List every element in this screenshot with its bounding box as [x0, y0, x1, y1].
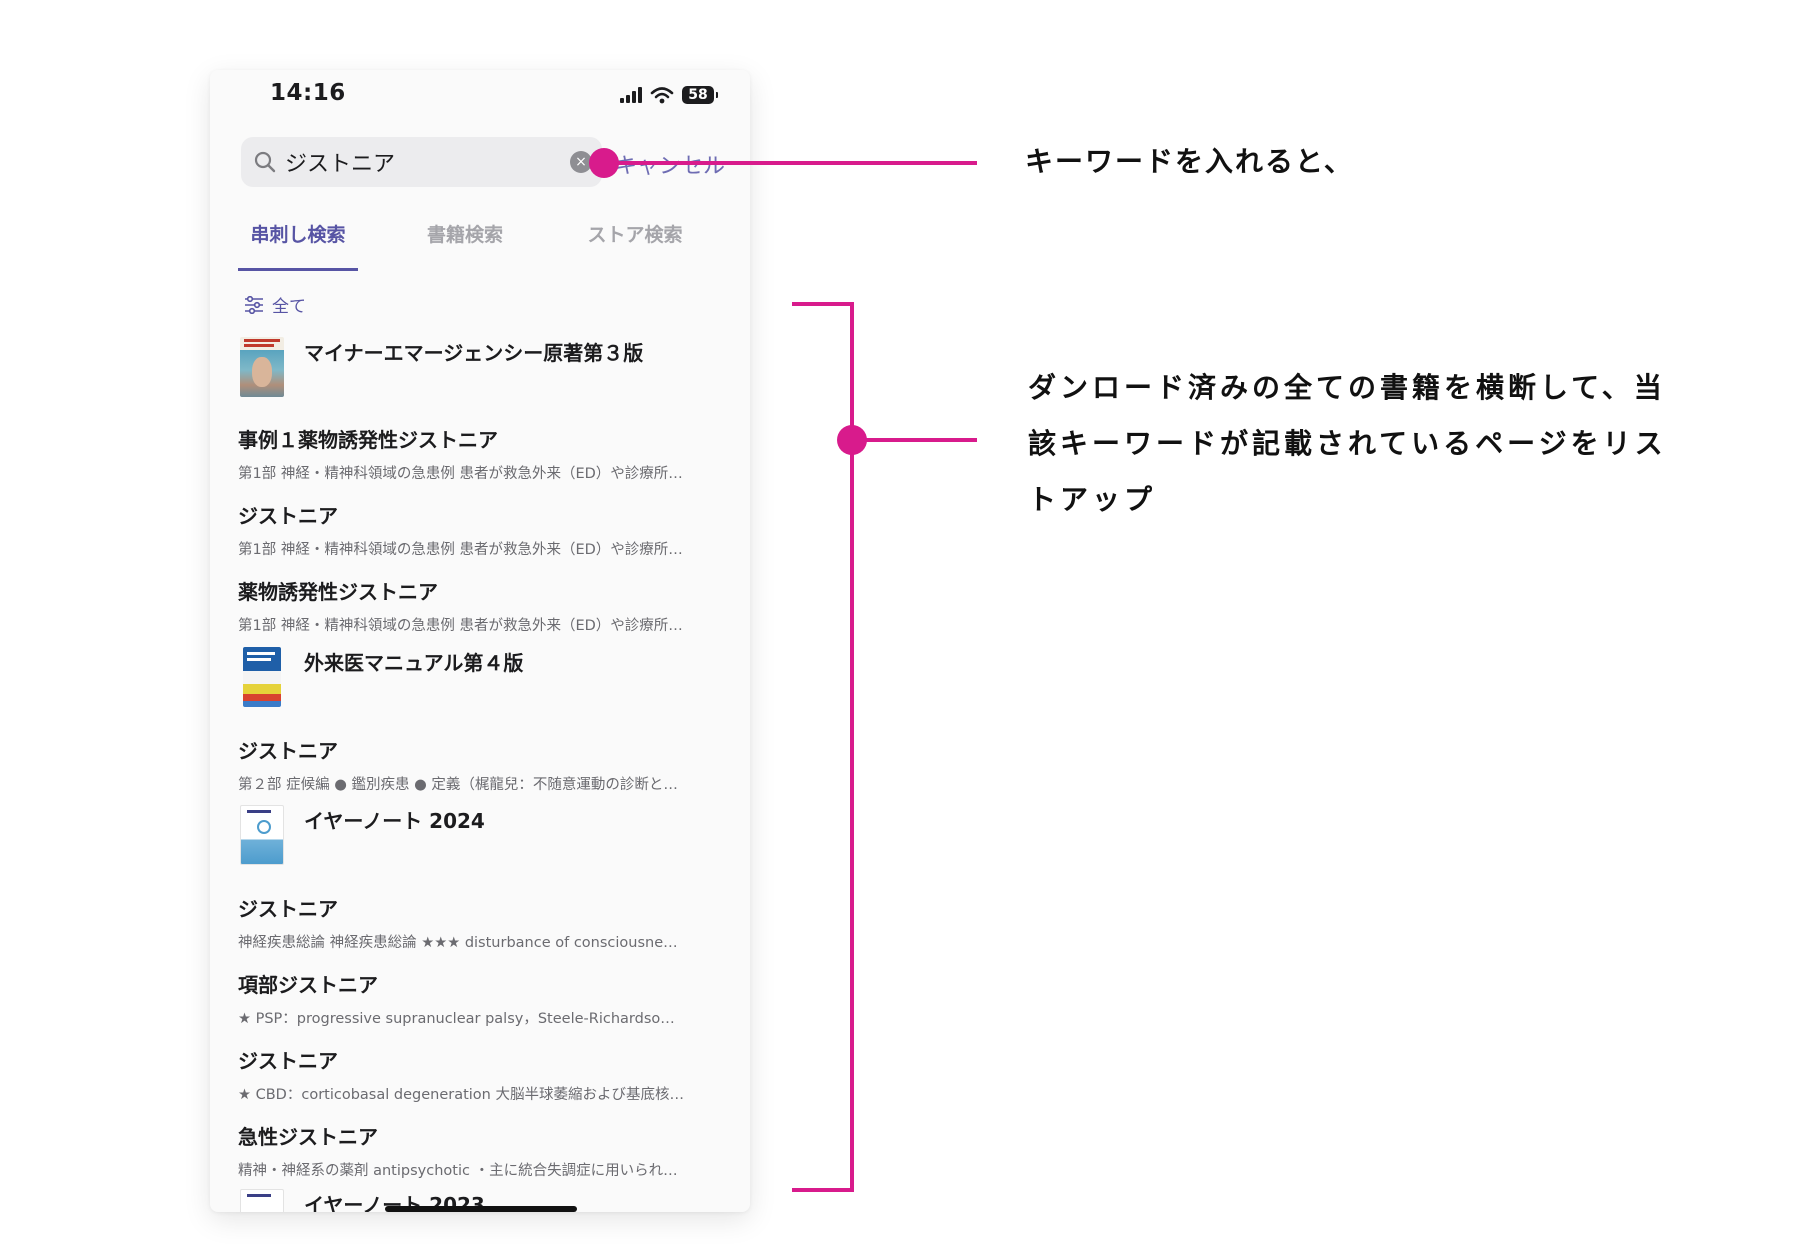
battery-icon: 58: [682, 86, 718, 104]
callout-dot-keyword: [589, 148, 619, 178]
result-snippet: 第２部 症候編 ● 鑑別疾患 ● 定義（梶龍兒：不随意運動の診断と…: [238, 777, 678, 793]
result-title: 事例１薬物誘発性ジストニア: [238, 428, 498, 452]
book-cover-image: [240, 1189, 284, 1212]
cellular-signal-icon: [620, 87, 642, 103]
tab-book-search[interactable]: 書籍検索: [426, 224, 503, 246]
search-result-item[interactable]: 薬物誘発性ジストニア 第1部 神経・精神科領域の急患例 患者が救急外来（ED）や…: [238, 576, 728, 635]
filter-sliders-icon: [245, 295, 263, 314]
annotation-results: ダンロード済みの全ての書籍を横断して、当該キーワードが記載されているページをリス…: [1028, 371, 1667, 516]
search-result-item[interactable]: 事例１薬物誘発性ジストニア 第1部 神経・精神科領域の急患例 患者が救急外来（E…: [238, 424, 728, 483]
search-result-item[interactable]: 項部ジストニア ★ PSP：progressive supranuclear p…: [238, 969, 728, 1028]
filter-button[interactable]: 全て: [244, 292, 306, 317]
callout-line-results: [852, 438, 977, 442]
result-title: ジストニア: [238, 1049, 338, 1073]
result-title: ジストニア: [238, 504, 338, 528]
result-snippet: 精神・神経系の薬剤 antipsychotic ・主に統合失調症に用いられ…: [238, 1163, 678, 1179]
search-bar[interactable]: ×: [241, 137, 602, 187]
book-cover-image: [240, 337, 284, 397]
status-icons: 58: [620, 86, 718, 104]
result-title: 急性ジストニア: [238, 1125, 378, 1149]
search-result-item[interactable]: 急性ジストニア 精神・神経系の薬剤 antipsychotic ・主に統合失調症…: [238, 1121, 728, 1180]
book-cover-image: [240, 805, 284, 865]
result-snippet: ★ PSP：progressive supranuclear palsy，Ste…: [238, 1011, 675, 1027]
filter-label: 全て: [272, 297, 306, 317]
search-result-item[interactable]: ジストニア 第２部 症候編 ● 鑑別疾患 ● 定義（梶龍兒：不随意運動の診断と…: [238, 735, 728, 794]
result-snippet: 第1部 神経・精神科領域の急患例 患者が救急外来（ED）や診療所…: [238, 618, 683, 634]
bracket-top-arm: [792, 302, 854, 306]
book-title: イヤーノート 2024: [304, 809, 485, 833]
active-tab-underline: [238, 268, 358, 271]
search-input[interactable]: [285, 137, 555, 187]
result-title: ジストニア: [238, 739, 338, 763]
result-snippet: ★ CBD：corticobasal degeneration 大脳半球萎縮およ…: [238, 1087, 684, 1103]
result-title: 項部ジストニア: [238, 973, 378, 997]
status-bar: 14:16 58: [210, 70, 750, 126]
tab-store-search[interactable]: ストア検索: [587, 224, 683, 246]
callout-dot-results: [837, 425, 867, 455]
search-result-item[interactable]: ジストニア ★ CBD：corticobasal degeneration 大脳…: [238, 1045, 728, 1104]
bracket-vertical: [850, 302, 854, 1192]
search-tabs: 串刺し検索 書籍検索 ストア検索: [210, 205, 750, 265]
tab-cross-search[interactable]: 串刺し検索: [250, 224, 346, 246]
book-title: マイナーエマージェンシー原著第３版: [304, 341, 644, 365]
result-title: ジストニア: [238, 897, 338, 921]
callout-line-keyword: [602, 161, 977, 165]
bracket-bottom-arm: [792, 1188, 854, 1192]
annotation-keyword: キーワードを入れると、: [1025, 145, 1354, 178]
book-cover-image: [243, 647, 281, 707]
home-indicator[interactable]: [385, 1206, 577, 1212]
clear-search-button[interactable]: ×: [570, 151, 592, 173]
result-snippet: 第1部 神経・精神科領域の急患例 患者が救急外来（ED）や診療所…: [238, 542, 683, 558]
status-time: 14:16: [270, 80, 346, 106]
book-title: 外来医マニュアル第４版: [304, 651, 524, 675]
search-result-item[interactable]: ジストニア 神経疾患総論 神経疾患総論 ★★★ disturbance of c…: [238, 893, 728, 952]
cancel-button[interactable]: キャンセル: [615, 154, 726, 179]
result-snippet: 神経疾患総論 神経疾患総論 ★★★ disturbance of conscio…: [238, 935, 678, 951]
search-icon: [254, 151, 276, 173]
wifi-icon: [650, 87, 674, 104]
result-snippet: 第1部 神経・精神科領域の急患例 患者が救急外来（ED）や診療所…: [238, 466, 683, 482]
phone-screen: 14:16 58 × キャンセル 串刺し検索 書籍検索 ストア検索: [210, 70, 750, 1212]
result-title: 薬物誘発性ジストニア: [238, 580, 438, 604]
search-result-item[interactable]: ジストニア 第1部 神経・精神科領域の急患例 患者が救急外来（ED）や診療所…: [238, 500, 728, 559]
